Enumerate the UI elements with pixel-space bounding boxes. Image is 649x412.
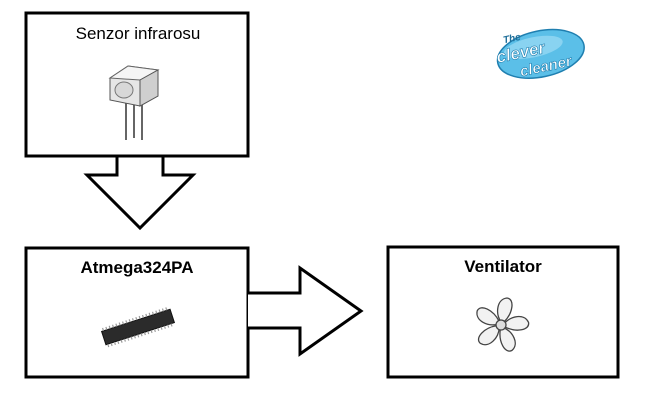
chip-pin [165, 307, 168, 311]
chip-pin [163, 325, 166, 329]
chip-pin [111, 324, 115, 328]
chip-pin [130, 336, 133, 340]
chip-pin [145, 313, 148, 317]
chip-pin [150, 329, 153, 334]
chip-pin [107, 343, 110, 348]
chip-pin [170, 323, 173, 327]
chip-pin [138, 315, 141, 320]
chip-pin [137, 334, 140, 338]
chip-pin [160, 326, 163, 330]
chip-pin [157, 327, 160, 331]
sensor-label: Senzor infrarosu [76, 24, 201, 43]
logo-the: The [502, 32, 522, 47]
chip-pin [110, 342, 113, 347]
chip-pin [105, 326, 108, 330]
sensor-block: Senzor infrarosu [24, 11, 250, 158]
chip-pin [108, 325, 111, 329]
chip-pin [123, 338, 126, 342]
chip-pin [151, 311, 155, 315]
chip-pin [161, 308, 164, 312]
chip-pin [155, 310, 158, 314]
chip-pin [127, 337, 130, 341]
chip-pin [143, 332, 146, 336]
chip-pin [167, 324, 170, 328]
chip-pin [117, 340, 120, 344]
chip-pin [147, 330, 150, 335]
chip-pin [128, 319, 131, 323]
chip-pin [113, 341, 116, 346]
chip-pin [135, 316, 138, 321]
chip-pin [121, 321, 125, 325]
chip-pin [153, 328, 156, 333]
clever-cleaner-logo: The clever cleaner [494, 28, 585, 81]
arrow-sensor-to-mcu [83, 154, 197, 231]
chip-pin [131, 318, 135, 322]
ir-sensor-icon [108, 65, 160, 140]
fan-block: Ventilator [386, 245, 620, 379]
fan-label: Ventilator [464, 257, 542, 276]
chip-pin [118, 322, 121, 326]
chip-pin [115, 323, 118, 327]
chip-pin [140, 333, 143, 337]
chip-pin [133, 335, 136, 339]
mcu-label: Atmega324PA [80, 258, 193, 277]
fan-icon [476, 297, 530, 352]
chip-pin [102, 327, 105, 332]
arrow-mcu-to-fan [248, 265, 364, 357]
chip-pin [141, 314, 145, 319]
microcontroller-chip-icon [100, 307, 176, 348]
chip-pin [120, 339, 123, 343]
mcu-block: Atmega324PA [24, 246, 250, 379]
chip-pin [148, 312, 151, 316]
chip-pin [125, 320, 128, 324]
chip-pin [158, 309, 161, 313]
